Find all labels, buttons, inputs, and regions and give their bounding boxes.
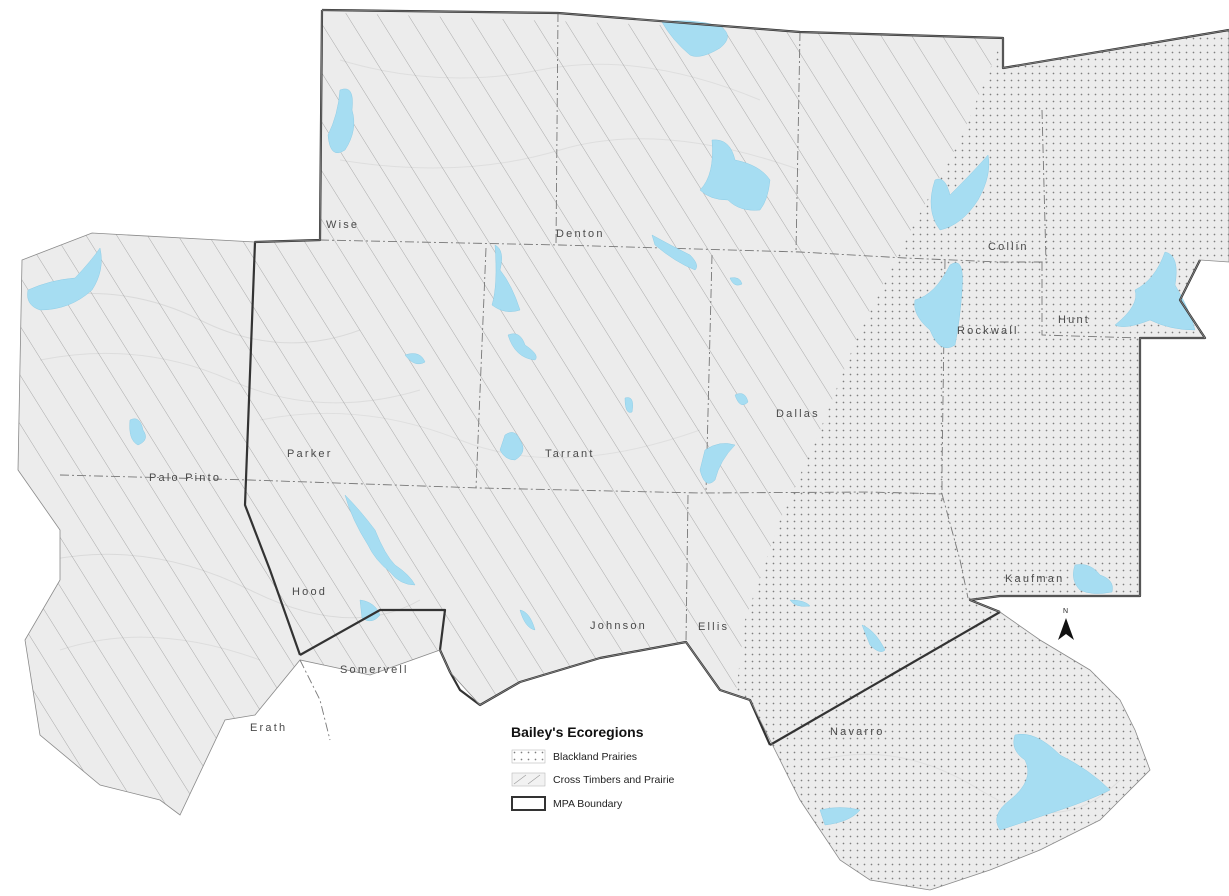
county-label-johnson: Johnson (590, 620, 647, 632)
small-lake-5 (729, 277, 743, 286)
county-label-parker: Parker (287, 448, 333, 460)
north-arrow: N (1058, 608, 1074, 640)
lake-palo-pinto-small (129, 418, 146, 446)
small-lake-1 (404, 353, 426, 365)
lake-ray-hubbard (914, 262, 963, 349)
county-label-collin: Collin (988, 241, 1029, 253)
joe-pool-lake (699, 443, 736, 484)
lavon-lake (930, 154, 990, 231)
small-lake-2 (519, 609, 536, 631)
county-label-ellis: Ellis (698, 621, 729, 633)
small-lake-4 (734, 393, 749, 406)
county-label-erath: Erath (250, 722, 287, 734)
north-arrow-icon (1058, 618, 1074, 640)
county-label-wise: Wise (326, 219, 359, 231)
county-label-denton: Denton (556, 228, 605, 240)
grapevine-lake (651, 234, 697, 271)
county-label-tarrant: Tarrant (545, 448, 595, 460)
county-label-navarro: Navarro (830, 726, 885, 738)
lake-tawakoni (1114, 251, 1196, 331)
lake-cedar-creek (1073, 564, 1113, 594)
legend-label-blackland: Blackland Prairies (553, 751, 637, 763)
legend-swatch-cross-timbers (511, 772, 546, 787)
legend: Bailey's Ecoregions Blackland Prairies C… (511, 724, 675, 811)
county-label-palo-pinto: Palo Pinto (149, 472, 221, 484)
lake-worth (507, 333, 537, 361)
lake-ray-roberts (661, 20, 728, 57)
legend-swatch-blackland (511, 749, 546, 764)
benbrook-lake (499, 432, 524, 461)
small-lake-3 (624, 397, 633, 413)
county-label-kaufman: Kaufman (1005, 573, 1064, 585)
county-label-rockwall: Rockwall (957, 325, 1019, 337)
lake-bridgeport (327, 88, 355, 154)
richland-chambers (996, 733, 1111, 831)
county-label-dallas: Dallas (776, 408, 820, 420)
navarro-mills (819, 807, 861, 826)
small-lake-6 (789, 599, 811, 607)
eagle-mountain-lake (491, 244, 521, 312)
county-label-somervell: Somervell (340, 664, 409, 676)
county-labels: Wise Denton Collin Hunt Rockwall Dallas … (149, 219, 1090, 738)
county-label-hood: Hood (292, 586, 327, 598)
legend-title: Bailey's Ecoregions (511, 724, 644, 740)
county-lines (59, 12, 1141, 741)
bardwell-lake (861, 624, 886, 652)
water-bodies (27, 20, 1196, 831)
county-label-hunt: Hunt (1058, 314, 1090, 326)
lake-granbury (359, 599, 381, 622)
legend-swatch-mpa (511, 796, 546, 811)
north-arrow-label: N (1063, 608, 1068, 615)
legend-label-cross-timbers: Cross Timbers and Prairie (553, 774, 675, 786)
brazos-river (344, 494, 416, 586)
lewisville-lake (699, 139, 771, 211)
legend-label-mpa: MPA Boundary (553, 798, 623, 810)
possum-kingdom-lake (27, 247, 102, 311)
